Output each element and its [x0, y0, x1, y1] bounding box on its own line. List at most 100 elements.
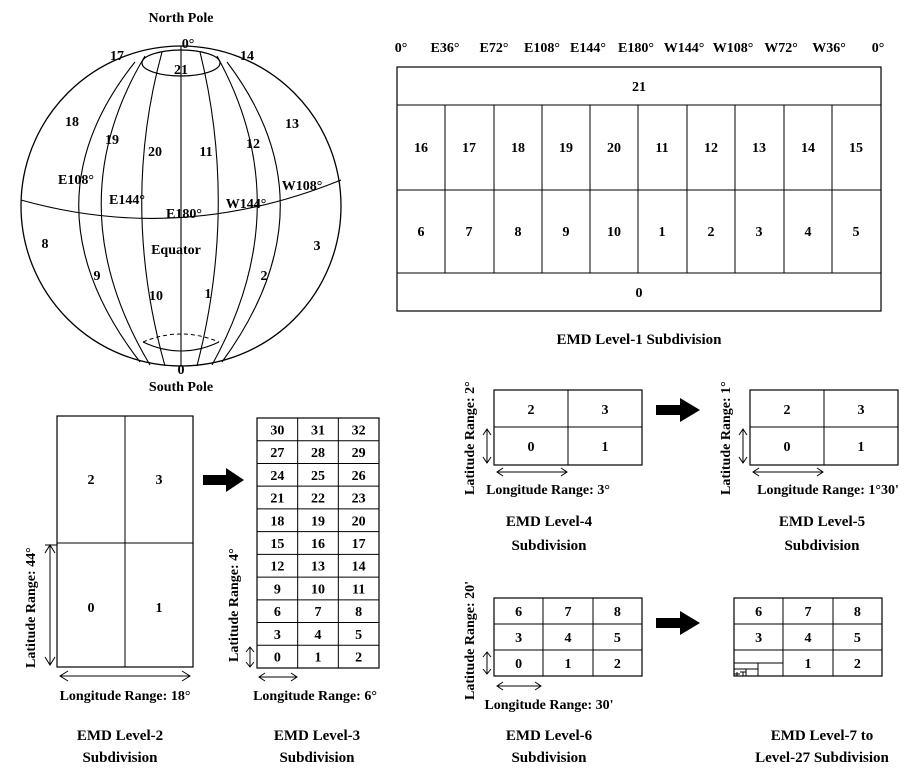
- level1-row-north: 16 17 18 19 20 11 12 13 14 15: [414, 141, 863, 156]
- globe-label: E144°: [109, 193, 145, 208]
- grid-cell: 5: [355, 628, 362, 643]
- globe-label: 8: [42, 237, 49, 252]
- longitude-label: E108°: [524, 41, 560, 56]
- grid-cell: 27: [270, 446, 284, 461]
- grid-cell: 19: [311, 514, 325, 529]
- level2-latitude-label: Latitude Range: 44°: [24, 547, 39, 668]
- arrowhead: [752, 467, 760, 477]
- longitude-label: 0°: [872, 41, 885, 56]
- grid-cell: 3: [515, 631, 522, 646]
- arrowhead: [258, 672, 266, 682]
- grid-cell: 15: [849, 141, 863, 156]
- grid-cell: 26: [352, 469, 366, 484]
- right-arrow-icon: [203, 468, 244, 492]
- north-pole-label: North Pole: [149, 11, 214, 26]
- level6-caption-line2: Subdivision: [511, 750, 587, 766]
- level2-caption-line2: Subdivision: [82, 750, 158, 766]
- level4-longitude-label: Longitude Range: 3°: [486, 483, 610, 498]
- grid-cell: 11: [352, 582, 365, 597]
- grid-cell: 2: [708, 225, 715, 240]
- grid-cell: 11: [655, 141, 668, 156]
- meridian: [196, 51, 219, 367]
- grid-cell: 7: [315, 605, 322, 620]
- level1-longitude-labels: 0° E36° E72° E108° E144° E180° W144° W10…: [395, 41, 885, 56]
- level4-caption-line2: Subdivision: [511, 538, 587, 554]
- level4-latitude-label: Latitude Range: 2°: [463, 381, 478, 495]
- grid-cell: 32: [352, 423, 366, 438]
- globe-label: 13: [285, 117, 299, 132]
- globe-label: W144°: [226, 197, 267, 212]
- grid-cell: 25: [311, 469, 325, 484]
- level7-outline: [733, 597, 883, 677]
- globe-label: 14: [240, 49, 254, 64]
- arrowhead: [59, 670, 69, 682]
- globe-label: 1: [205, 287, 212, 302]
- arrowhead: [534, 681, 542, 691]
- arrowhead: [560, 467, 568, 477]
- level5-grid: 2 3 0 1 Latitude Range: 1° Longitude Ran…: [719, 381, 899, 554]
- equator-label: Equator: [151, 243, 201, 258]
- arrowhead: [738, 428, 748, 436]
- grid-cell: 30: [270, 423, 284, 438]
- arrowhead: [496, 681, 504, 691]
- globe-label: E180°: [166, 207, 202, 222]
- globe-label: 20: [148, 145, 162, 160]
- grid-cell: 5: [853, 225, 860, 240]
- level6-caption-line1: EMD Level-6: [506, 728, 593, 744]
- globe-label: W108°: [282, 179, 323, 194]
- grid-cell: 13: [752, 141, 766, 156]
- level3-longitude-label: Longitude Range: 6°: [253, 689, 377, 704]
- grid-cell: 2: [784, 403, 791, 418]
- arrowhead: [496, 467, 504, 477]
- grid-cell: 31: [311, 423, 325, 438]
- grid-cell: 20: [607, 141, 621, 156]
- grid-cell: 1: [565, 657, 572, 672]
- level3-caption-line1: EMD Level-3: [274, 728, 360, 744]
- grid-cell: 0: [784, 440, 791, 455]
- globe-label: 19: [105, 133, 119, 148]
- level5-latitude-label: Latitude Range: 1°: [719, 381, 734, 495]
- longitude-label: W108°: [713, 41, 754, 56]
- meridian: [100, 55, 151, 366]
- level1-outline: [396, 66, 882, 312]
- level4-grid: 2 3 0 1 Latitude Range: 2° Longitude Ran…: [463, 381, 643, 554]
- globe-label: 18: [65, 115, 79, 130]
- grid-cell: 2: [614, 657, 621, 672]
- grid-cell: 9: [563, 225, 570, 240]
- arrowhead: [245, 646, 255, 653]
- grid-cell: 22: [311, 492, 325, 507]
- globe-label: 21: [174, 63, 188, 78]
- grid-cell: 15: [270, 537, 284, 552]
- level1-caption: EMD Level-1 Subdivision: [556, 332, 722, 348]
- level1-bottom-cell: 0: [636, 286, 643, 301]
- grid-cell: 12: [704, 141, 718, 156]
- globe-label: 9: [94, 269, 101, 284]
- level3-latitude-label: Latitude Range: 4°: [227, 548, 242, 662]
- grid-cell: 12: [270, 560, 284, 575]
- grid-cell: 3: [756, 225, 763, 240]
- grid-cell: 5: [854, 631, 861, 646]
- globe-label: 2: [261, 269, 268, 284]
- grid-cell: 17: [352, 537, 366, 552]
- grid-cell: 24: [270, 469, 284, 484]
- level3-grid-lines: [257, 418, 379, 668]
- arrowhead: [44, 656, 56, 666]
- longitude-label: W144°: [664, 41, 705, 56]
- arrowhead: [482, 428, 492, 436]
- south-polar-cap-back: [142, 333, 220, 343]
- longitude-label: E144°: [570, 41, 606, 56]
- grid-cell: 21: [270, 492, 284, 507]
- grid-cell: 1: [659, 225, 666, 240]
- level7-caption-line1: EMD Level-7 to: [771, 728, 873, 744]
- grid-cell: 6: [418, 225, 425, 240]
- level2-longitude-label: Longitude Range: 18°: [60, 689, 191, 704]
- grid-cell: 0: [88, 601, 95, 616]
- grid-cell: 20: [352, 514, 366, 529]
- level5-caption-line2: Subdivision: [784, 538, 860, 554]
- grid-cell: 3: [156, 473, 163, 488]
- level6-latitude-label: Latitude Range: 20': [463, 581, 478, 700]
- grid-cell: 19: [559, 141, 573, 156]
- grid-cell: 10: [607, 225, 621, 240]
